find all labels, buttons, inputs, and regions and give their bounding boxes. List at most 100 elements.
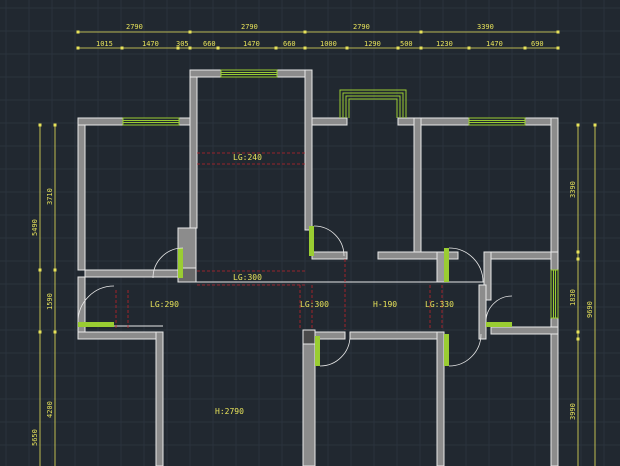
dim-left-inner: 3710 [46,188,54,205]
dim-top-detail: 660 [203,40,216,48]
dim-top-detail: 500 [400,40,413,48]
beam-label-h190: H-190 [373,300,397,309]
window [550,269,559,319]
dimension-tick [188,46,192,50]
dimension-tick [188,30,192,34]
beam-label-lg300: LG:300 [233,273,262,282]
wall [77,276,86,340]
dimension-tick [216,46,220,50]
dimension-tick [345,46,349,50]
beam-label-lg330: LG:330 [425,300,454,309]
dimension-tick [303,46,307,50]
dimension-tick [556,46,560,50]
wall [436,331,445,466]
door [315,335,351,367]
wall [311,251,348,260]
dim-right-inner: 1830 [569,289,577,306]
bay-window [339,89,407,118]
dimension-tick [38,123,42,127]
dim-top-overall: 3390 [477,23,494,31]
dimension-tick [523,46,527,50]
dimension-tick [467,46,471,50]
column [302,329,316,345]
dim-top-detail: 1470 [142,40,159,48]
wall [490,326,559,335]
beam-lines [115,152,443,330]
beam-label-lg300b: LG:300 [300,300,329,309]
wall [550,333,559,466]
wall [311,117,348,126]
dimension-tick [176,46,180,50]
dim-top-detail: 1290 [364,40,381,48]
dimension-tick [120,46,124,50]
window [468,117,526,126]
dimension-tick [76,30,80,34]
door [309,225,345,257]
dim-right-inner: 3990 [569,403,577,420]
top-dimensions: 2790 2790 2790 3390 1015 1470 305 660 14… [96,23,544,48]
dimension-tick [419,46,423,50]
dim-top-overall: 2790 [126,23,143,31]
dim-right-inner: 3390 [569,181,577,198]
dimension-tick [53,330,57,334]
wall [77,331,164,340]
dimension-tick [53,123,57,127]
wall [550,117,559,259]
wall [84,269,179,278]
dimension-tick [274,46,278,50]
wall [483,251,559,260]
wall [377,251,459,260]
dimension-tick [593,123,597,127]
height-label-h2790: H:2790 [215,407,244,416]
dimension-tick [576,337,580,341]
door [444,333,482,367]
dim-top-overall: 2790 [353,23,370,31]
right-dimensions: 3390 1830 3990 9690 [569,181,594,420]
wall [302,331,316,466]
dim-top-detail: 1470 [486,40,503,48]
door [444,247,484,283]
window [122,117,180,126]
beam-label-lg240: LG:240 [233,153,262,162]
dimension-tick [576,330,580,334]
dim-left-inner: 1590 [46,293,54,310]
wall [349,331,443,340]
wall [478,284,487,340]
windows [122,69,559,319]
beam-label-lg290: LG:290 [150,300,179,309]
dimension-tick [576,123,580,127]
dimension-tick [53,268,57,272]
dim-top-detail: 1015 [96,40,113,48]
dim-top-detail: 305 [176,40,189,48]
dimension-lines [39,31,596,466]
wall [155,331,164,466]
dimension-tick [76,46,80,50]
door [77,285,115,327]
wall [189,69,198,229]
window [220,69,278,78]
walls [77,69,559,466]
wall [304,69,313,231]
doors [77,225,513,367]
dim-right-outer: 9690 [586,301,594,318]
dim-top-detail: 660 [283,40,296,48]
door [485,295,513,327]
dim-left-outer: 5490 [31,219,39,236]
dim-top-overall: 2790 [241,23,258,31]
dim-top-detail: 1230 [436,40,453,48]
dim-top-detail: 690 [531,40,544,48]
dim-left-inner: 4200 [46,401,54,418]
dimension-tick [419,30,423,34]
wall [413,117,422,259]
dimension-tick [576,250,580,254]
dimension-tick [38,268,42,272]
beam-labels: LG:240 LG:300 LG:290 LG:300 H-190 LG:330… [150,153,454,416]
wall [77,117,86,271]
door [152,247,184,279]
dimension-tick [556,30,560,34]
dimension-tick [303,30,307,34]
dim-top-detail: 1000 [320,40,337,48]
dimension-tick [396,46,400,50]
